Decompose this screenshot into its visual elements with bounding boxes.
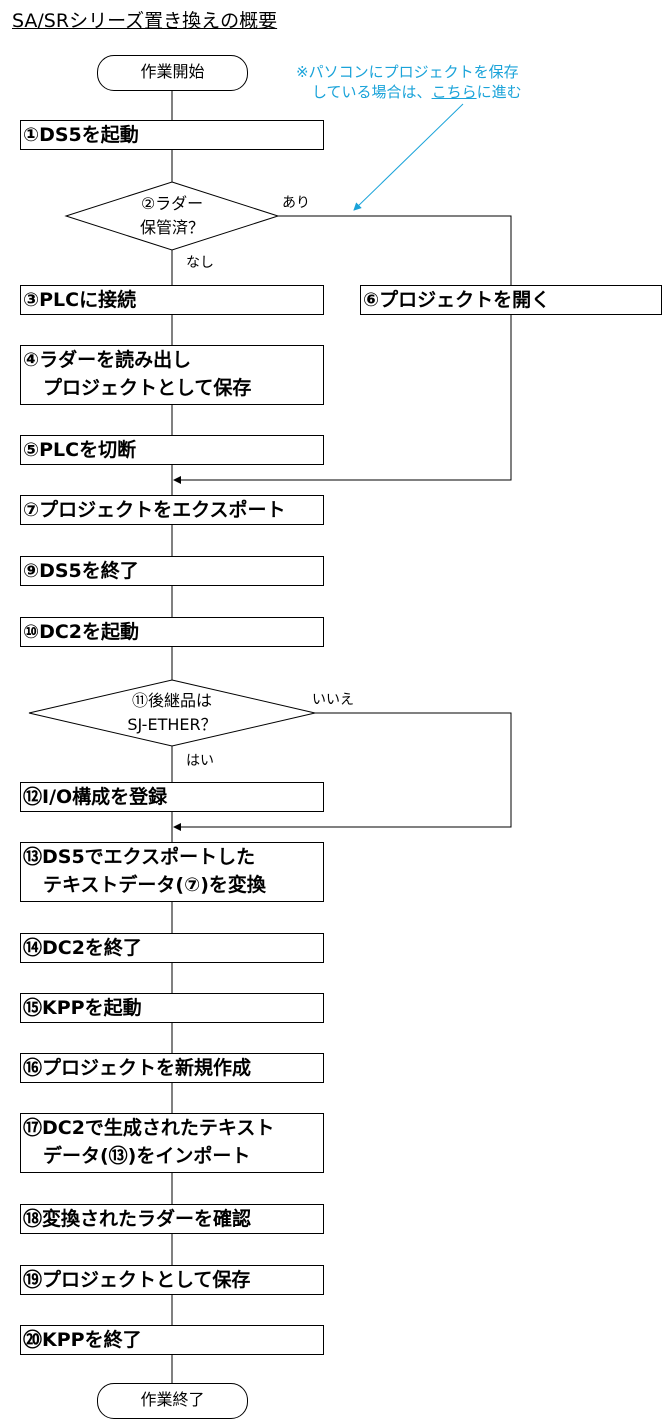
decision-2-line2: 保管済？ xyxy=(139,218,204,237)
decision-2-diamond xyxy=(64,181,280,251)
decision-11-no-label: いいえ xyxy=(312,692,354,708)
step-1-box: ①DS5を起動 xyxy=(20,120,324,150)
step-4-line1: ④ラダーを読み出し xyxy=(23,349,192,371)
page-title: SA/SRシリーズ置き換えの概要 xyxy=(12,10,278,32)
step-13-box: ⑬DS5でエクスポートした テキストデータ(⑦)を変換 xyxy=(20,842,324,902)
step-17-box: ⑰DC2で生成されたテキスト データ(⑬)をインポート xyxy=(20,1113,324,1173)
decision-2-no-label: なし xyxy=(186,255,214,271)
step-16-box: ⑯プロジェクトを新規作成 xyxy=(20,1053,324,1083)
step-5-box: ⑤PLCを切断 xyxy=(20,435,324,465)
step-4-box: ④ラダーを読み出し プロジェクトとして保存 xyxy=(20,345,324,405)
note-line2-prefix: している場合は、 xyxy=(312,83,432,101)
step-14-box: ⑭DC2を終了 xyxy=(20,933,324,963)
note-link[interactable]: こちら xyxy=(431,83,477,101)
decision-11-diamond xyxy=(28,679,316,747)
note-line1: ※パソコンにプロジェクトを保存 xyxy=(296,63,519,81)
step-4-line2: プロジェクトとして保存 xyxy=(43,377,252,399)
project-saved-note: ※パソコンにプロジェクトを保存 している場合は、こちらに進む xyxy=(296,62,522,102)
step-19-box: ⑲プロジェクトとして保存 xyxy=(20,1265,324,1295)
step-7-box: ⑦プロジェクトをエクスポート xyxy=(20,495,324,525)
start-terminal: 作業開始 xyxy=(97,55,248,91)
decision-11-line2: SJ-ETHER？ xyxy=(127,715,217,734)
note-line2: している場合は、こちらに進む xyxy=(296,83,522,101)
step-13-line2: テキストデータ(⑦)を変換 xyxy=(43,874,266,896)
decision-11-yes-label: はい xyxy=(186,753,214,769)
step-17-line2: データ(⑬)をインポート xyxy=(43,1145,251,1167)
step-3-box: ③PLCに接続 xyxy=(20,285,324,315)
note-arrow xyxy=(353,103,464,211)
decision-2-yes-label: あり xyxy=(282,195,310,211)
step-15-box: ⑮KPPを起動 xyxy=(20,993,324,1023)
step-12-box: ⑫I/O構成を登録 xyxy=(20,782,324,812)
note-line2-suffix: に進む xyxy=(476,83,522,101)
decision-11-line1: ⑪後継品は xyxy=(131,691,212,710)
step-20-box: ⑳KPPを終了 xyxy=(20,1325,324,1355)
step-18-box: ⑱変換されたラダーを確認 xyxy=(20,1204,324,1234)
step-9-box: ⑨DS5を終了 xyxy=(20,556,324,586)
step-13-line1: ⑬DS5でエクスポートした xyxy=(23,846,256,868)
step-17-line1: ⑰DC2で生成されたテキスト xyxy=(23,1117,275,1139)
end-terminal: 作業終了 xyxy=(97,1383,248,1419)
step-6-box: ⑥プロジェクトを開く xyxy=(360,285,662,315)
decision-2-line1: ②ラダー xyxy=(140,194,204,213)
step-10-box: ⑩DC2を起動 xyxy=(20,617,324,647)
